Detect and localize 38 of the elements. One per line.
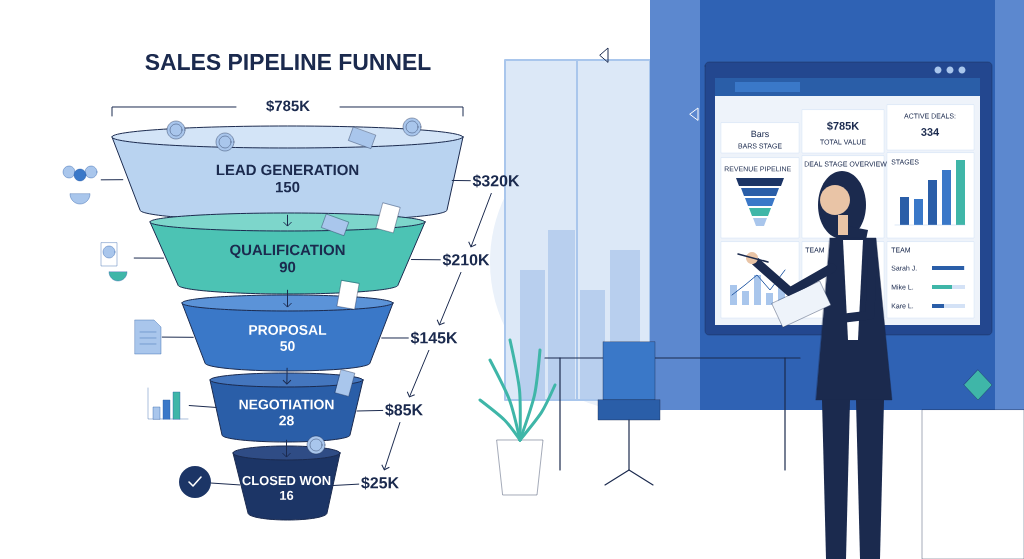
connector-line: [188, 405, 217, 408]
bar-chart-icon: [147, 387, 189, 420]
checkmark-icon: [179, 466, 211, 498]
screen-text: 334: [921, 128, 940, 136]
document-icon: [134, 319, 162, 355]
connector-line: [332, 483, 360, 486]
total-value-label: $785K: [265, 98, 312, 114]
funnel-stage: QUALIFICATION 90: [149, 212, 426, 295]
funnel-stage: LEAD GENERATION 150: [111, 125, 464, 222]
arrow: [406, 349, 430, 398]
connector-line: [161, 336, 194, 338]
arrow: [468, 192, 492, 248]
arrow: [283, 289, 292, 308]
funnel-stage: PROPOSAL 50: [181, 294, 394, 372]
funnel-stage: NEGOTIATION 28: [209, 372, 364, 443]
connector-line: [410, 259, 441, 261]
arrow: [436, 271, 462, 326]
title: SALES PIPELINE FUNNEL: [145, 53, 431, 71]
screen-text: $785K: [827, 121, 860, 131]
value-label: $85K: [385, 403, 423, 417]
connector-line: [100, 179, 124, 181]
screen-text: Bars: [751, 130, 769, 138]
connector-line: [356, 409, 384, 412]
connector-line: [381, 337, 409, 339]
value-label: $145K: [410, 331, 458, 345]
connector-line: [133, 257, 165, 259]
value-label: $320K: [472, 174, 520, 188]
people-icon: [62, 165, 98, 205]
arrow: [283, 214, 292, 227]
profile-card-icon: [100, 242, 128, 282]
connector-line: [451, 179, 471, 182]
value-label: $25K: [361, 476, 399, 490]
arrow: [381, 422, 401, 471]
funnel-stage: CLOSED WON 16: [232, 445, 341, 521]
connector-line: [210, 482, 241, 486]
arrow: [282, 367, 292, 385]
arrow: [282, 439, 291, 458]
value-label: $210K: [442, 253, 490, 267]
